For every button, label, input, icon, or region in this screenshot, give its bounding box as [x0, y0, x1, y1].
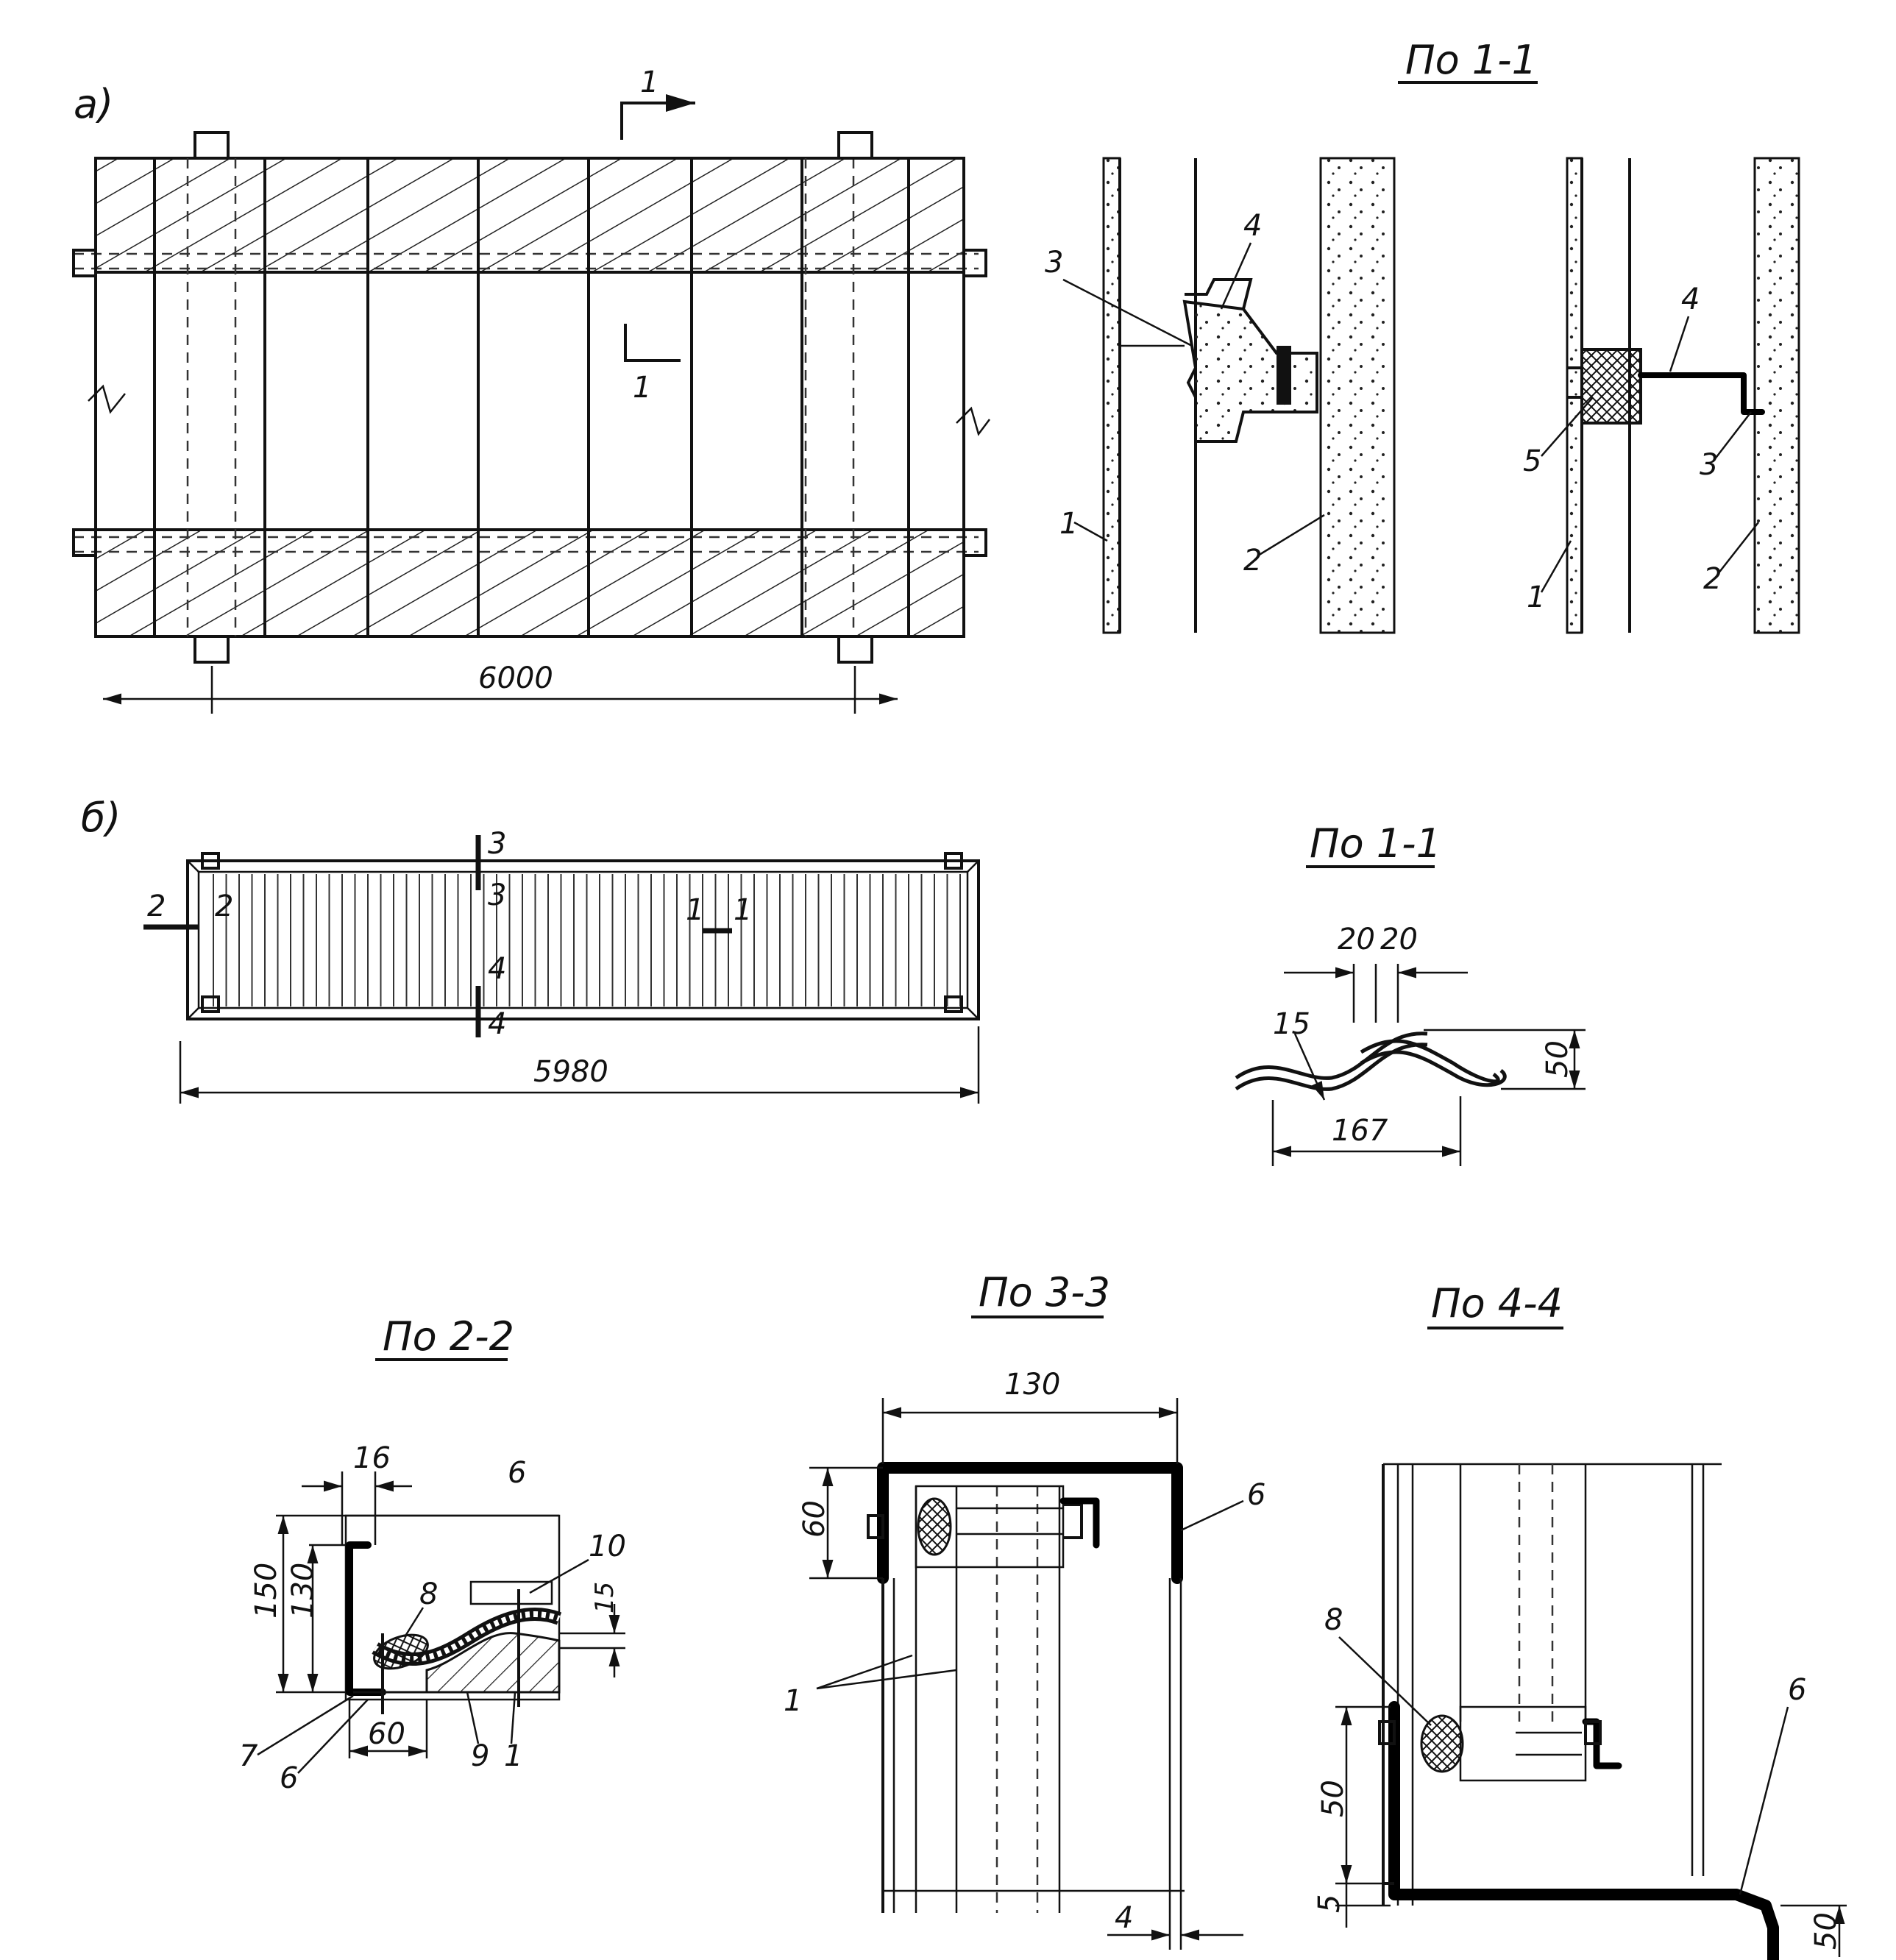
callout-a-left-2: 2	[1243, 544, 1262, 578]
section-2-2-dim-130: 130	[286, 1563, 320, 1619]
view-b-mark-1a: 1	[686, 893, 704, 927]
view-a-elevation: а)	[72, 65, 990, 714]
view-a-dimension-6000: 6000	[478, 661, 553, 695]
section-2-2: По 2-2 16 150 130 15 60 6 1	[239, 1313, 626, 1795]
callout-a-right-4: 4	[1681, 283, 1700, 316]
section-b-dim-15: 15	[1273, 1007, 1310, 1041]
section-a-1-1-right: 4 5 3 1 2	[1523, 157, 1800, 634]
section-b-dim-20a: 20	[1338, 923, 1375, 956]
view-b-dimension-5980: 5980	[533, 1055, 608, 1089]
section-4-4-title: По 4-4	[1431, 1280, 1563, 1327]
callout-4-4-6: 6	[1788, 1673, 1806, 1707]
section-2-2-dim-15: 15	[590, 1582, 619, 1613]
callout-2-2-7: 7	[239, 1739, 258, 1773]
callout-2-2-10: 10	[589, 1530, 626, 1563]
view-b-mark-4a: 4	[488, 952, 506, 986]
section-3-3-title: По 3-3	[979, 1269, 1110, 1315]
seal-cord-2-2	[373, 1633, 429, 1670]
view-a-ribs	[153, 158, 910, 636]
callout-2-2-6-top: 6	[508, 1456, 526, 1490]
section-2-2-dim-16: 16	[353, 1441, 391, 1475]
view-b-mark-3a: 3	[488, 827, 506, 861]
callout-a-left-4: 4	[1243, 209, 1262, 243]
view-a-lugs	[72, 131, 987, 664]
section-2-2-dim-60: 60	[368, 1717, 405, 1751]
section-b-1-1: По 1-1 20 20 15 50 167	[1235, 820, 1586, 1166]
section-b-dim-20b: 20	[1380, 923, 1418, 956]
view-b-label: б)	[81, 795, 121, 841]
view-b-mark-2b: 2	[215, 890, 233, 923]
section-b-dim-50: 50	[1541, 1040, 1574, 1078]
view-b-mark-3b: 3	[488, 878, 506, 912]
section-4-4-dim-50b: 50	[1809, 1912, 1843, 1950]
view-b-plan: б) 3 3 4 4 2 2 1 1 5980	[81, 795, 980, 1104]
section-a-1-1: По 1-1 3 4 1 2	[1045, 37, 1538, 634]
timber-block	[1580, 348, 1642, 425]
section-3-3: По 3-3 130 60 4 6 1	[784, 1269, 1265, 1950]
callout-a-right-2: 2	[1703, 562, 1722, 596]
callout-2-2-8: 8	[419, 1577, 438, 1611]
callout-3-3-1: 1	[784, 1684, 802, 1718]
section-4-4-dim-5: 5	[1313, 1895, 1346, 1913]
section-3-3-dim-4: 4	[1115, 1901, 1133, 1935]
section-4-4-dim-50a: 50	[1316, 1780, 1350, 1817]
section-a-1-1-title: По 1-1	[1405, 37, 1537, 83]
callout-a-right-3: 3	[1700, 448, 1718, 482]
view-b-mark-1b: 1	[734, 893, 752, 927]
callout-4-4-8: 8	[1324, 1603, 1343, 1637]
section-2-2-title: По 2-2	[383, 1313, 514, 1360]
bracket-left	[1182, 299, 1318, 443]
corrugation-lines	[213, 874, 961, 1006]
view-a-section-mark-mid: 1	[633, 371, 651, 405]
section-3-3-dim-60: 60	[798, 1500, 831, 1538]
callout-2-2-9: 9	[471, 1739, 489, 1773]
section-3-3-dim-130: 130	[1004, 1368, 1060, 1402]
view-b-mark-2a: 2	[147, 890, 166, 923]
view-a-label: а)	[74, 81, 113, 127]
section-b-1-1-title: По 1-1	[1310, 820, 1441, 867]
callout-2-2-6-bottom: 6	[280, 1761, 298, 1795]
callout-3-3-6: 6	[1247, 1478, 1265, 1512]
callout-a-right-1: 1	[1527, 580, 1545, 614]
callout-2-2-1: 1	[504, 1739, 522, 1773]
view-b-mark-4b: 4	[488, 1007, 506, 1041]
section-b-dim-167: 167	[1332, 1114, 1388, 1148]
callout-a-left-3: 3	[1045, 246, 1063, 280]
seal-cord-3-3	[917, 1497, 952, 1556]
section-2-2-dim-150: 150	[249, 1563, 283, 1619]
view-a-section-mark-top: 1	[640, 65, 658, 99]
seal-cord-4-4	[1420, 1714, 1464, 1773]
section-4-4: По 4-4 50 5 50 8 6	[1313, 1280, 1847, 1960]
callout-a-right-5: 5	[1523, 444, 1541, 478]
